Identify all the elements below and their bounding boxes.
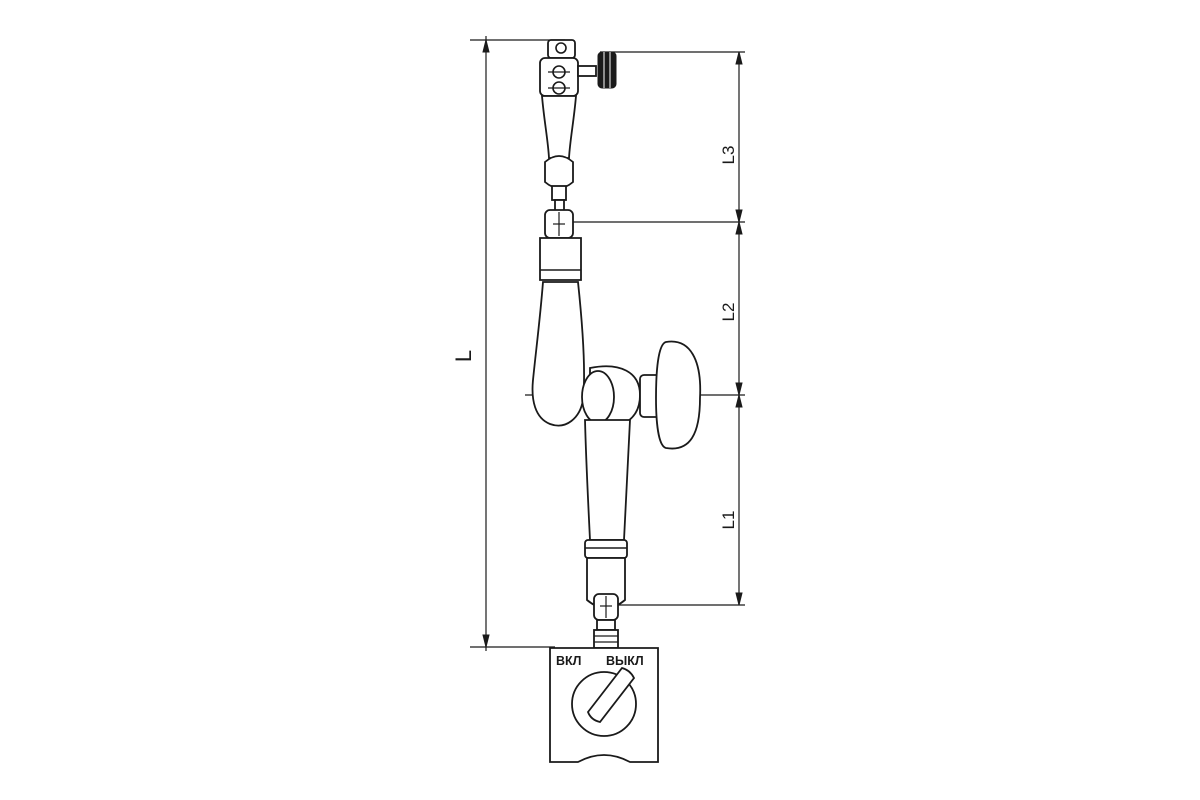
dimension-label-L1: L1 <box>719 511 738 530</box>
dimension-label-L2: L2 <box>719 303 738 322</box>
upper-arm <box>531 237 585 427</box>
dimension-label-L3: L3 <box>719 146 738 165</box>
switch-label-off: ВЫКЛ <box>606 654 644 668</box>
switch-label-on: ВКЛ <box>556 654 581 668</box>
lower-arm <box>584 419 631 609</box>
upper-joint <box>544 209 574 239</box>
dimension-label-L: L <box>451 350 476 362</box>
magnetic-base: ВКЛ ВЫКЛ <box>549 647 659 763</box>
lower-joint <box>593 593 619 649</box>
central-joint <box>581 340 702 450</box>
indicator-clamp <box>539 39 617 213</box>
